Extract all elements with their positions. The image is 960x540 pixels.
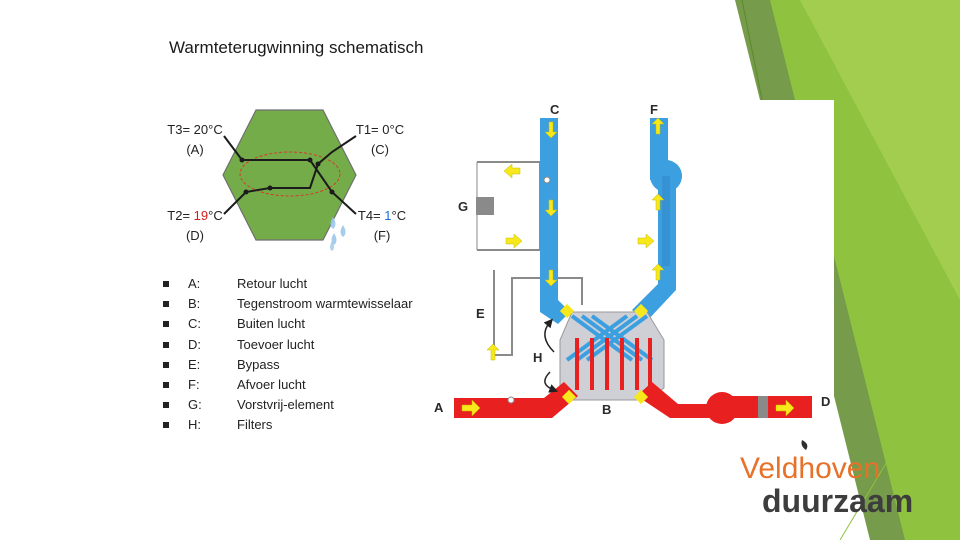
legend-item: A: Retour lucht bbox=[163, 274, 413, 294]
temp-t3: T3= 20°C (A) bbox=[160, 120, 230, 160]
label-h: H bbox=[533, 350, 542, 365]
legend-value: Bypass bbox=[237, 356, 280, 372]
leaf-icon bbox=[801, 440, 808, 450]
legend-key: G: bbox=[188, 397, 202, 413]
label-f: F bbox=[650, 102, 658, 117]
legend-item: F: Afvoer lucht bbox=[163, 375, 413, 395]
airflow-arrows bbox=[461, 117, 795, 417]
thin-accent-line bbox=[741, 0, 763, 101]
logo-line1: Veldhoven bbox=[740, 452, 880, 485]
slide-title: Warmteterugwinning schematisch bbox=[169, 38, 424, 57]
legend-value: Tegenstroom warmtewisselaar bbox=[237, 296, 413, 312]
temp-t3-label: T3= 20°C bbox=[167, 122, 223, 137]
filter-arrow-top bbox=[543, 318, 555, 353]
legend-value: Filters bbox=[237, 417, 273, 433]
legend-key: H: bbox=[188, 417, 201, 433]
legend-item: E: Bypass bbox=[163, 355, 413, 375]
temp-t4-sub: (F) bbox=[373, 228, 391, 243]
temp-t2-value: 19 bbox=[193, 208, 209, 223]
temp-t4-prefix: T4= bbox=[357, 208, 385, 223]
label-a: A bbox=[434, 400, 444, 415]
bullet-square-icon bbox=[163, 422, 169, 429]
legend-value: Buiten lucht bbox=[237, 316, 305, 332]
logo-line2: duurzaam bbox=[762, 483, 913, 519]
temp-t4: T4= 1°C (F) bbox=[347, 206, 417, 246]
legend-key: A: bbox=[188, 276, 201, 291]
temp-t3-sub: (A) bbox=[186, 142, 204, 157]
filter-element bbox=[758, 396, 768, 418]
heat-exchanger-sketch bbox=[222, 109, 357, 241]
legend-value: Toevoer lucht bbox=[237, 336, 315, 352]
legend-key: F: bbox=[188, 376, 200, 392]
temp-t4-suffix: °C bbox=[391, 208, 407, 223]
water-drops-icon bbox=[330, 217, 346, 251]
legend-value: Retour lucht bbox=[237, 276, 308, 291]
label-b: B bbox=[602, 402, 611, 417]
bullet-square-icon bbox=[163, 361, 169, 368]
temp-t2-suffix: °C bbox=[208, 208, 223, 223]
legend-value: Afvoer lucht bbox=[237, 376, 306, 392]
dashed-ellipse bbox=[239, 151, 341, 197]
legend-value: Vorstvrij-element bbox=[237, 397, 334, 413]
temp-t4-value: 1 bbox=[384, 208, 392, 223]
legend-item: H: Filters bbox=[163, 415, 413, 435]
label-g: G bbox=[458, 199, 468, 214]
bypass-duct-e bbox=[493, 270, 583, 356]
legend-list: A: Retour lucht B: Tegenstroom warmtewisse… bbox=[163, 274, 413, 436]
thin-accent-line bbox=[839, 439, 901, 540]
bullet-square-icon bbox=[163, 281, 169, 288]
frost-element bbox=[476, 197, 494, 215]
ventilation-schematic: C F G E H A B D bbox=[432, 100, 834, 430]
temp-t1-sub: (C) bbox=[370, 142, 390, 157]
green-band-top bbox=[800, 0, 960, 300]
legend-item: G: Vorstvrij-element bbox=[163, 395, 413, 415]
label-e: E bbox=[476, 306, 485, 321]
temp-t2-sub: (D) bbox=[185, 228, 205, 243]
legend-item: D: Toevoer lucht bbox=[163, 335, 413, 355]
bullet-square-icon bbox=[163, 301, 169, 308]
legend-key: B: bbox=[188, 296, 201, 312]
fan-d bbox=[706, 392, 738, 424]
legend-key: E: bbox=[188, 356, 201, 372]
filter-arrow-bottom bbox=[544, 371, 559, 393]
blue-duct-c bbox=[540, 118, 570, 324]
hexagon-shape bbox=[222, 109, 357, 241]
legend-key: C: bbox=[188, 316, 201, 332]
bullet-square-icon bbox=[163, 402, 169, 409]
bullet-square-icon bbox=[163, 382, 169, 389]
veldhoven-duurzaam-logo: Veldhoven duurzaam bbox=[740, 440, 913, 519]
temp-t1: T1= 0°C (C) bbox=[345, 120, 415, 160]
heat-exchanger-lines bbox=[565, 314, 654, 390]
bullet-square-icon bbox=[163, 321, 169, 328]
label-c: C bbox=[550, 102, 560, 117]
legend-item: C: Buiten lucht bbox=[163, 314, 413, 334]
temp-t1-label: T1= 0°C bbox=[355, 122, 405, 137]
legend-key: D: bbox=[188, 336, 201, 352]
label-d: D bbox=[821, 394, 830, 409]
temp-t2: T2= 19°C (D) bbox=[160, 206, 230, 246]
red-duct-a bbox=[454, 382, 578, 418]
temp-t2-prefix: T2= bbox=[167, 208, 194, 223]
legend-item: B: Tegenstroom warmtewisselaar bbox=[163, 294, 413, 314]
bullet-square-icon bbox=[163, 341, 169, 348]
fan-f bbox=[650, 160, 682, 192]
